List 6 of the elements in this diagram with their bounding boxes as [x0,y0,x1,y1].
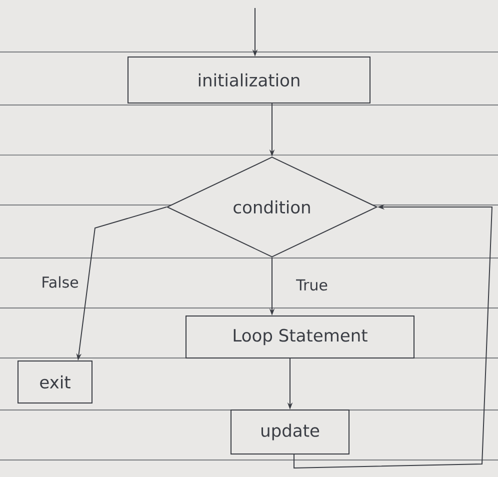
edge-label: False [40,275,80,289]
process-box: update [230,410,350,454]
process-box: initialization [128,56,370,104]
process-box: Loop Statement [186,316,414,358]
edge-label: True [295,278,329,292]
process-box: exit [18,360,92,404]
